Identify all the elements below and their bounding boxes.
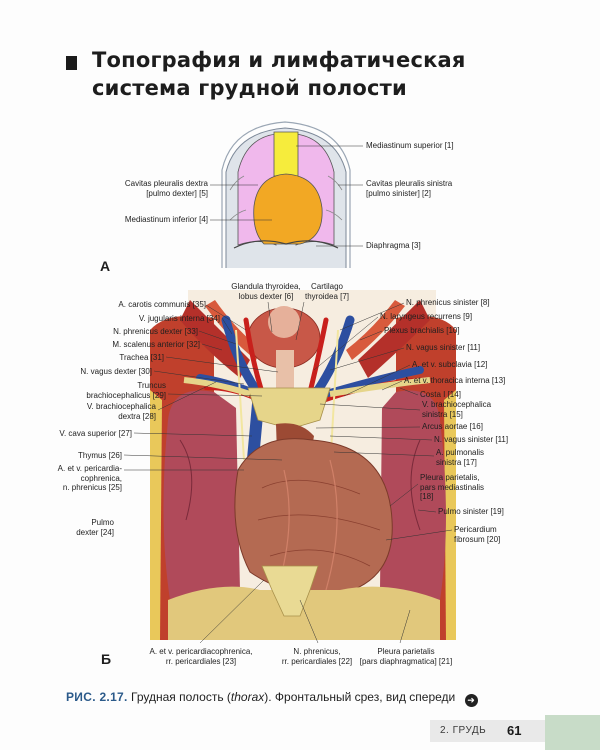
label-vagus-sinister-2: N. vagus sinister [11]	[434, 435, 509, 444]
label-brachiocephalica-sinistra: V. brachiocephalica sinistra [15]	[422, 400, 492, 419]
label-truncus-brachiocephalicus: Truncus brachiocephalicus [29]	[86, 381, 166, 400]
label-pleura-diaphragmatica: Pleura parietalis [pars diaphragmatica] …	[359, 647, 453, 666]
title-bullet	[66, 56, 77, 70]
trachea-shape	[276, 350, 294, 390]
label-glandula-thyroidea: Glandula thyroidea, lobus dexter [6]	[231, 282, 301, 301]
page-number: 61	[507, 723, 522, 738]
label-thymus: Thymus [26]	[77, 451, 122, 460]
label-trachea: Trachea [31]	[119, 353, 164, 362]
carotis-right	[243, 317, 265, 395]
label-subclavia: A. et v. subclavia [12]	[412, 360, 488, 369]
label-pulmo-sinister: Pulmo sinister [19]	[438, 507, 504, 516]
label-costa-i: Costa I [14]	[420, 390, 461, 399]
caption-text-before: Грудная полость (	[131, 690, 231, 704]
pericardium-shape	[234, 438, 393, 596]
label-plexus-brachialis: Plexus brachialis [10]	[384, 326, 460, 335]
label-pericardiacophrenica: A. et v. pericardia- cophrenica, n. phre…	[57, 464, 122, 493]
label-pulmonalis-sinistra: A. pulmonalis sinistra [17]	[436, 448, 485, 467]
carotis-left	[307, 317, 329, 395]
lung-right	[163, 390, 240, 613]
label-vagus-sinister-1: N. vagus sinister [11]	[406, 343, 481, 352]
label-cavitas-dextra: Cavitas pleuralis dextra [pulmo dexter] …	[124, 179, 208, 198]
label-cavitas-sinistra: Cavitas pleuralis sinistra [pulmo sinist…	[366, 179, 453, 198]
page-title: Топография и лимфатическая система грудн…	[92, 48, 466, 100]
arrow-right-circle-icon[interactable]: ➜	[464, 694, 478, 707]
diaphragm-b	[168, 586, 440, 640]
label-vagus-dexter: N. vagus dexter [30]	[80, 367, 152, 376]
label-arcus-aortae: Arcus aortae [16]	[422, 422, 483, 431]
label-jugularis-interna: V. jugularis interna [34]	[138, 314, 220, 323]
panel-a-letter: А	[100, 258, 111, 274]
label-laryngeus-recurrens: N. laryngeus recurrens [9]	[380, 312, 473, 321]
sternum-manubrium	[247, 387, 331, 427]
label-brachiocephalica-dextra: V. brachiocephalica dextra [28]	[86, 402, 156, 421]
label-pulmo-dexter: Pulmo dexter [24]	[76, 518, 114, 537]
costa-i-left	[329, 377, 431, 397]
label-rr-pericardiales-23: A. et v. pericardiacophrenica, rr. peric…	[149, 647, 253, 666]
label-phrenicus-dexter: N. phrenicus dexter [33]	[113, 327, 198, 336]
caption-text-italic: thorax	[230, 690, 265, 704]
label-pleura-mediastinalis: Pleura parietalis, pars mediastinalis [1…	[420, 473, 485, 502]
label-cartilago-thyroidea: Cartilago thyroidea [7]	[304, 282, 350, 301]
label-pericardium-fibrosum: Pericardium fibrosum [20]	[454, 525, 501, 544]
figure-caption: РИС. 2.17. Грудная полость (thorax). Фро…	[66, 690, 478, 707]
label-phrenicus-rr-22: N. phrenicus, rr. pericardiales [22]	[281, 647, 353, 666]
label-cava-superior: V. cava superior [27]	[59, 429, 132, 438]
label-carotis-communis: A. carotis communis [35]	[118, 300, 206, 309]
caption-text-after: ). Фронтальный срез, вид спереди	[264, 690, 456, 704]
costa-i-right	[183, 377, 251, 397]
xiphoid	[261, 565, 319, 617]
label-mediastinum-inferior: Mediastinum inferior [4]	[124, 215, 208, 224]
label-diaphragma: Diaphragma [3]	[366, 241, 421, 250]
footer-section: 2. ГРУДЬ	[440, 725, 487, 736]
label-scalenus-anterior: M. scalenus anterior [32]	[112, 340, 200, 349]
footer-accent	[545, 715, 600, 750]
panel-b-letter: Б	[101, 651, 112, 667]
figure-number: РИС. 2.17.	[66, 690, 128, 704]
diaphragm-line	[233, 240, 339, 249]
label-phrenicus-sinister: N. phrenicus sinister [8]	[406, 298, 490, 307]
mediastinum-inferior-region	[253, 173, 323, 245]
label-mediastinum-superior: Mediastinum superior [1]	[366, 141, 454, 150]
label-thoracica-interna: A. et v. thoracica interna [13]	[404, 376, 506, 385]
